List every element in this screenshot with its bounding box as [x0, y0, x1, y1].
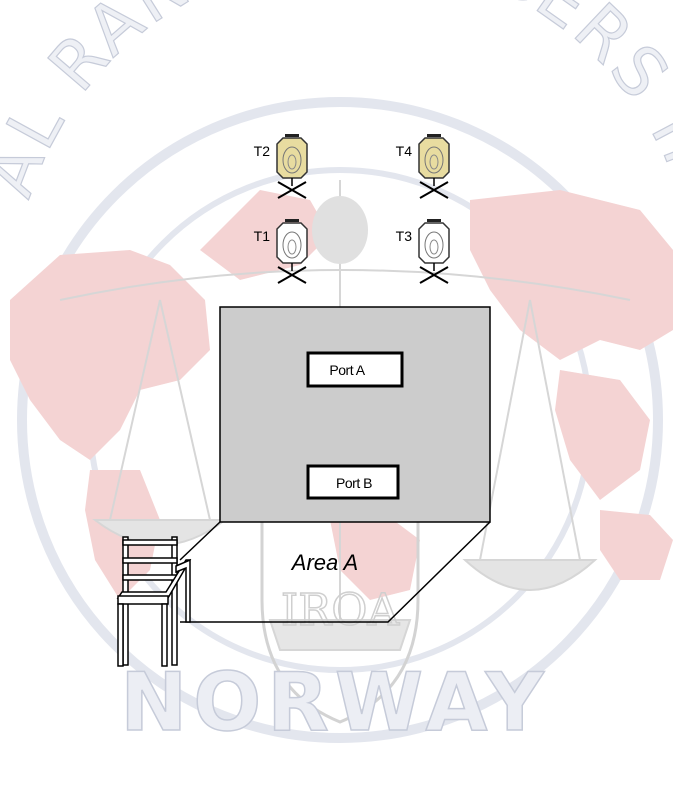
- watermark-bottom-text: NORWAY: [120, 656, 549, 749]
- target-label: T1: [254, 228, 271, 244]
- target-body: [418, 222, 450, 264]
- target-body: [418, 137, 450, 179]
- target-top-bar: [285, 219, 299, 222]
- port-a-label: Port A: [329, 362, 365, 378]
- target-center: [429, 154, 439, 170]
- target-label: T3: [396, 228, 413, 244]
- area-label: Area A: [290, 550, 358, 575]
- port-b-label: Port B: [336, 475, 372, 491]
- shooting-area: Port A Port B Area A: [179, 306, 491, 623]
- target-t4: T4: [396, 134, 450, 199]
- world-map: [10, 190, 673, 600]
- watermark-monogram: IROA: [281, 585, 401, 636]
- port-a-box: [306, 351, 404, 388]
- watermark-ring-outer: [17, 97, 663, 743]
- target-center: [429, 239, 439, 255]
- target-zone: [282, 231, 302, 259]
- target-t3: T3: [396, 219, 450, 284]
- target-zone: [424, 146, 444, 174]
- target-label: T2: [254, 143, 271, 159]
- watermark-shield: [260, 518, 420, 724]
- target-top-bar: [427, 219, 441, 222]
- target-center: [287, 154, 297, 170]
- target-zone: [282, 146, 302, 174]
- target-body: [276, 137, 308, 179]
- target-zone: [424, 231, 444, 259]
- target-label: T4: [396, 143, 413, 159]
- port-b-box: [306, 464, 400, 500]
- area-edge-bottom: [180, 521, 491, 623]
- target-top-bar: [285, 134, 299, 137]
- target-top-bar: [427, 134, 441, 137]
- area-edge-left: [179, 521, 221, 561]
- target-t1: T1: [254, 219, 308, 284]
- target-center: [287, 239, 297, 255]
- chair-icon: [116, 536, 192, 667]
- target-body: [276, 222, 308, 264]
- target-t2: T2: [254, 134, 308, 199]
